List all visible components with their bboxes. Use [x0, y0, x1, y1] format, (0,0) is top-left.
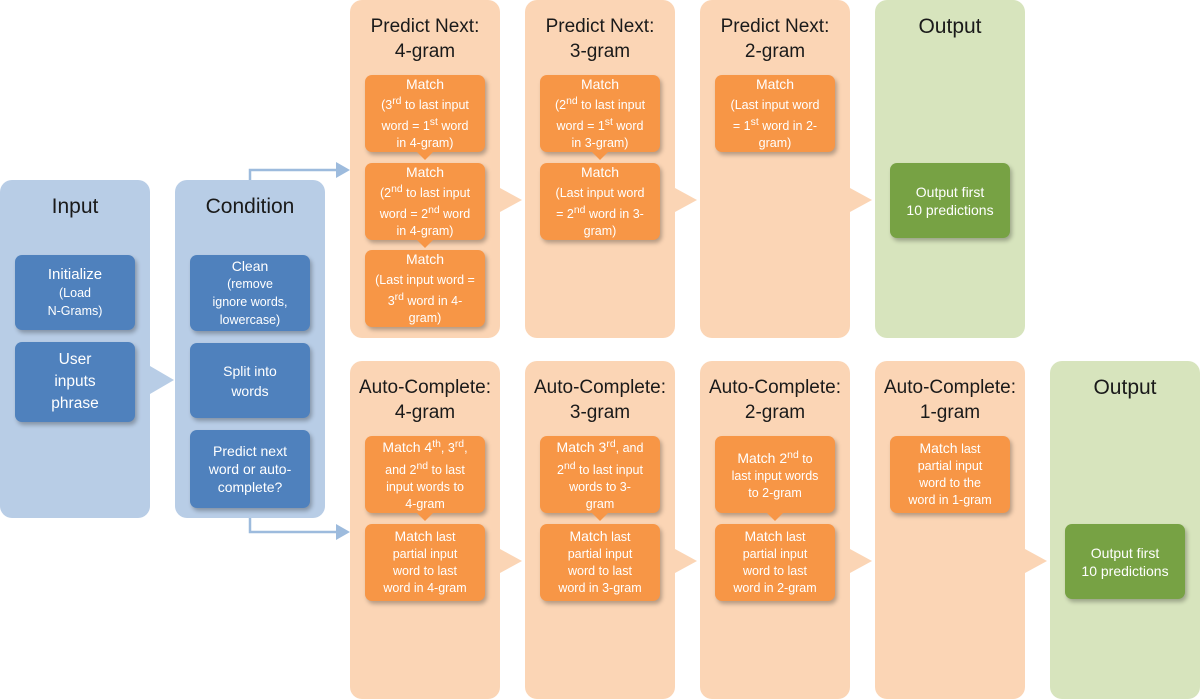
auto-3gram-panel: Auto-Complete:3-gram Match 3rd, and 2nd …: [525, 361, 675, 699]
auto-3gram-title: Auto-Complete:3-gram: [533, 377, 666, 423]
clean-box: Clean (remove ignore words, lowercase): [190, 255, 310, 331]
auto-3gram-match-top: Match 3rd, and 2nd to last input words t…: [540, 436, 660, 513]
output-top-title: Output: [918, 15, 982, 38]
predict-3gram-panel: Predict Next:3-gram Match (2nd to last i…: [525, 0, 675, 338]
auto-1gram-match: Match last partial input word to the wor…: [890, 436, 1010, 513]
predict-3gram-arrow: [675, 188, 697, 212]
auto-2gram-match-bottom: Match last partial input word to last wo…: [715, 524, 835, 601]
predict-2gram-title: Predict Next:2-gram: [720, 16, 830, 62]
predict-2gram-panel: Predict Next:2-gram Match (Last input wo…: [700, 0, 850, 338]
initialize-box: Initialize (Load N-Grams): [15, 255, 135, 330]
auto-4gram-panel: Auto-Complete:4-gram Match 4th, 3rd, and…: [350, 361, 500, 699]
predict-2gram-match-1: Match (Last input word = 1st word in 2- …: [715, 75, 835, 152]
auto-2gram-title: Auto-Complete:2-gram: [708, 377, 841, 423]
predict-2gram-arrow: [850, 188, 872, 212]
predict-4gram-match-2: Match (2nd to last input word = 2nd word…: [365, 163, 485, 240]
predict-4gram-match-1: Match (3rd to last input word = 1st word…: [365, 75, 485, 152]
output-bottom-title: Output: [1093, 376, 1157, 399]
predict-4gram-down-arrow-1: [417, 152, 433, 160]
auto-3gram-down-arrow: [592, 513, 608, 521]
connector-lower-arrowhead: [336, 524, 350, 540]
auto-2gram-down-arrow: [767, 513, 783, 521]
input-arrow: [150, 366, 174, 394]
predict-4gram-title: Predict Next:4-gram: [370, 16, 480, 62]
input-title: Input: [51, 195, 99, 218]
predict-4gram-arrow: [500, 188, 522, 212]
predict-4gram-match-3: Match (Last input word = 3rd word in 4- …: [365, 250, 485, 327]
input-panel: Input Initialize (Load N-Grams) User inp…: [0, 180, 150, 518]
connector-upper: [248, 168, 340, 180]
split-box: Split into words: [190, 343, 310, 418]
predict-3gram-down-arrow-1: [592, 152, 608, 160]
predict-3gram-match-1: Match (2nd to last input word = 1st word…: [540, 75, 660, 152]
auto-1gram-title: Auto-Complete:1-gram: [883, 377, 1016, 423]
output-top-box: Output first 10 predictions: [890, 163, 1010, 238]
predict-4gram-down-arrow-2: [417, 240, 433, 248]
output-bottom-panel: Output Output first 10 predictions: [1050, 361, 1200, 699]
user-inputs-box: User inputs phrase: [15, 342, 135, 422]
auto-2gram-arrow: [850, 549, 872, 573]
auto-4gram-match-bottom: Match last partial input word to last wo…: [365, 524, 485, 601]
connector-lower: [248, 515, 340, 534]
auto-4gram-down-arrow: [417, 513, 433, 521]
connector-upper-arrowhead: [336, 162, 350, 178]
auto-1gram-arrow: [1025, 549, 1047, 573]
auto-4gram-arrow: [500, 549, 522, 573]
auto-3gram-arrow: [675, 549, 697, 573]
output-top-panel: Output Output first 10 predictions: [875, 0, 1025, 338]
condition-panel: Condition Clean (remove ignore words, lo…: [175, 180, 325, 518]
decision-box: Predict next word or auto- complete?: [190, 430, 310, 508]
output-bottom-box: Output first 10 predictions: [1065, 524, 1185, 599]
predict-3gram-match-2: Match (Last input word = 2nd word in 3- …: [540, 163, 660, 240]
auto-4gram-match-top: Match 4th, 3rd, and 2nd to last input wo…: [365, 436, 485, 513]
auto-3gram-match-bottom: Match last partial input word to last wo…: [540, 524, 660, 601]
auto-2gram-panel: Auto-Complete:2-gram Match 2nd to last i…: [700, 361, 850, 699]
predict-3gram-title: Predict Next:3-gram: [545, 16, 655, 62]
predict-4gram-panel: Predict Next:4-gram Match (3rd to last i…: [350, 0, 500, 338]
auto-2gram-match-top: Match 2nd to last input words to 2-gram: [715, 436, 835, 513]
condition-title: Condition: [205, 195, 295, 218]
auto-4gram-title: Auto-Complete:4-gram: [358, 377, 491, 423]
auto-1gram-panel: Auto-Complete:1-gram Match last partial …: [875, 361, 1025, 699]
